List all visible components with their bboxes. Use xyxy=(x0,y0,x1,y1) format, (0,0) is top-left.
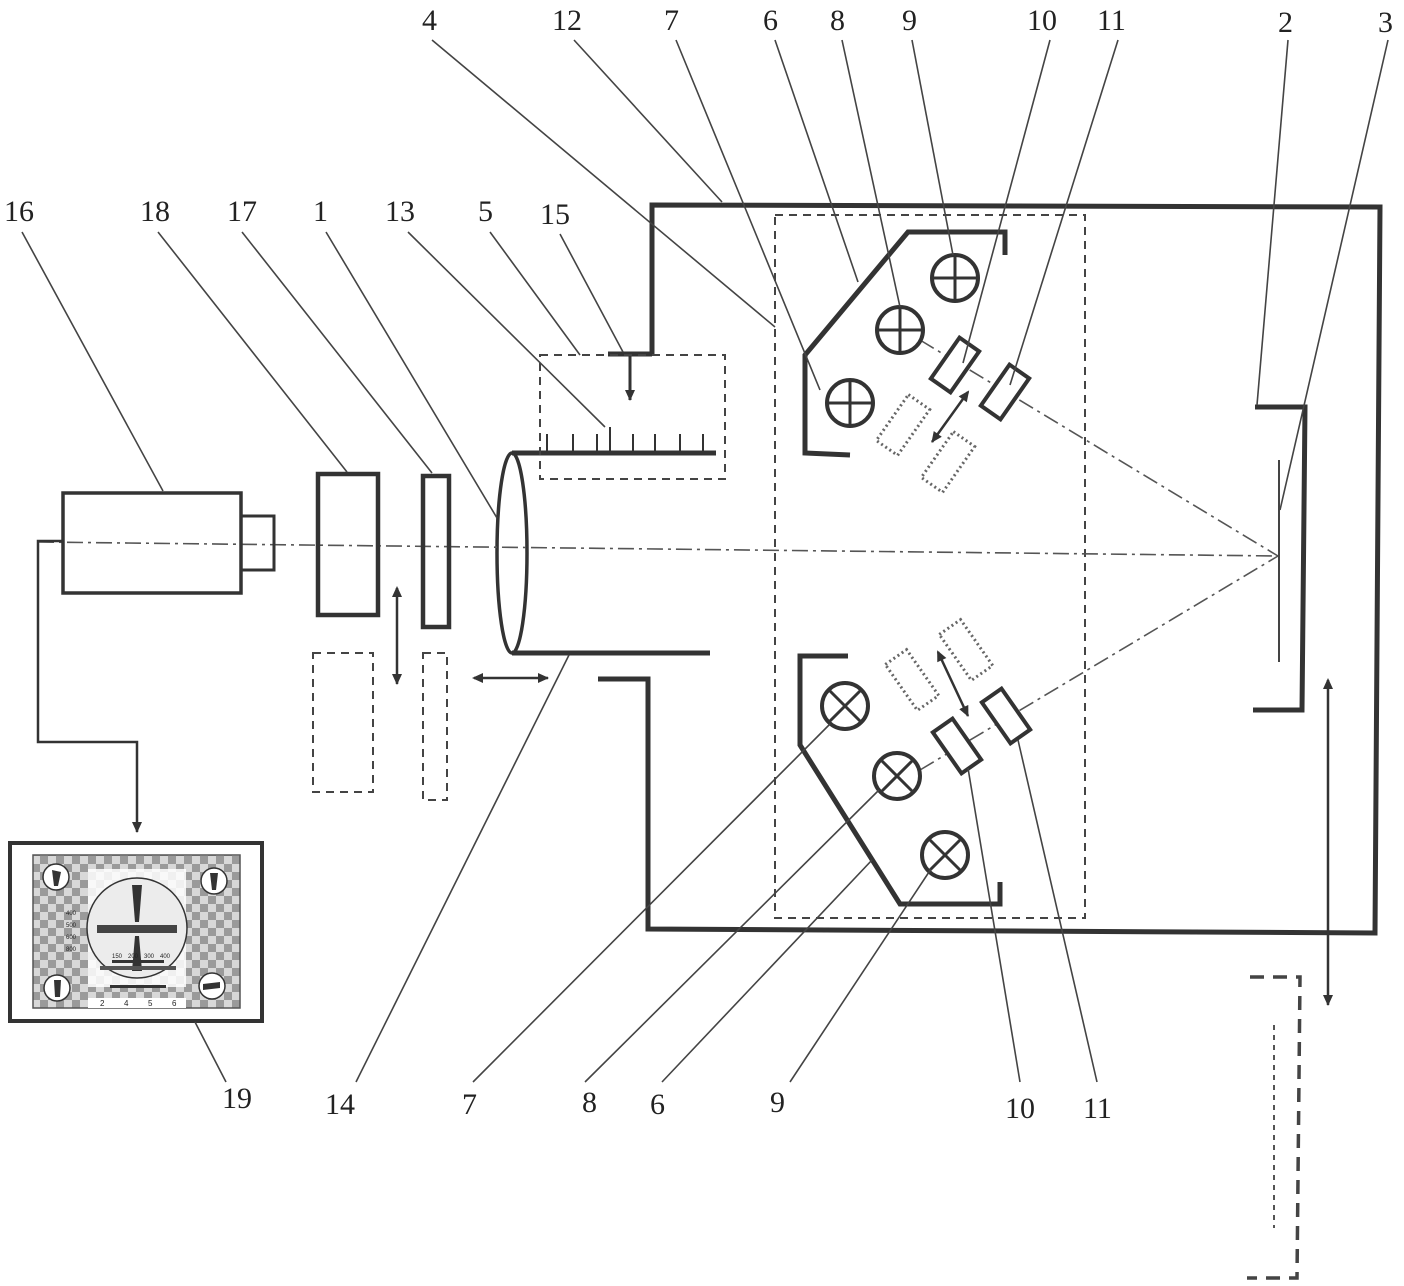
label-9-top: 9 xyxy=(902,4,917,37)
label-3: 3 xyxy=(1378,6,1393,39)
lower-filter-10-alt xyxy=(885,650,938,711)
label-10-top: 10 xyxy=(1027,4,1057,37)
filter-block-18 xyxy=(318,474,378,615)
label-5: 5 xyxy=(478,195,493,228)
label-9-bottom: 9 xyxy=(770,1086,785,1119)
upper-filter-10-alt xyxy=(876,395,929,456)
chart-line-200: 200 xyxy=(128,954,139,960)
label-8-top: 8 xyxy=(830,4,845,37)
lower-filter-11 xyxy=(982,689,1030,744)
label-6-bottom: 6 xyxy=(650,1088,665,1121)
chart-scale-5: 5 xyxy=(148,999,153,1008)
label-2: 2 xyxy=(1278,6,1293,39)
chart-line-300: 300 xyxy=(144,954,155,960)
lower-filter-motion xyxy=(938,652,968,716)
label-7-bottom: 7 xyxy=(462,1088,477,1121)
upper-filter-11-alt xyxy=(921,432,974,493)
label-11-top: 11 xyxy=(1097,4,1126,37)
upper-filter-10 xyxy=(931,338,979,393)
label-8-bottom: 8 xyxy=(582,1086,597,1119)
chart-scale-4: 4 xyxy=(124,999,129,1008)
label-12: 12 xyxy=(552,4,582,37)
upper-beam xyxy=(920,340,1278,556)
scale-ticks xyxy=(547,427,703,453)
label-17: 17 xyxy=(227,195,257,228)
chart-scale-2: 2 xyxy=(100,999,105,1008)
upper-filter-11 xyxy=(981,365,1029,420)
filter-plate-17 xyxy=(423,476,449,627)
signal-line xyxy=(38,541,137,832)
chart-row-800: 800 xyxy=(66,947,77,953)
camera-lens xyxy=(241,516,274,570)
label-1: 1 xyxy=(313,195,328,228)
scale-box xyxy=(540,355,725,479)
chart-scale-6: 6 xyxy=(172,999,177,1008)
housing-wall xyxy=(598,205,1380,933)
label-19: 19 xyxy=(222,1082,252,1115)
label-11-bottom: 11 xyxy=(1083,1092,1112,1125)
lens xyxy=(497,453,527,653)
label-6-top: 6 xyxy=(763,4,778,37)
label-10-bottom: 10 xyxy=(1005,1092,1035,1125)
lower-lamp-8 xyxy=(874,753,920,799)
lower-filter-10 xyxy=(933,719,981,774)
label-13: 13 xyxy=(385,195,415,228)
upper-lamp-8 xyxy=(877,307,923,353)
lower-lamp-7 xyxy=(822,683,868,729)
upper-lamp-7 xyxy=(827,380,873,426)
upper-lamp-9 xyxy=(932,255,978,301)
filter-plate-17-alt xyxy=(423,653,447,800)
chart-row-500: 500 xyxy=(66,923,77,929)
lower-beam xyxy=(920,556,1278,770)
optical-axis xyxy=(38,542,1278,556)
label-15: 15 xyxy=(540,198,570,231)
label-7-top: 7 xyxy=(664,4,679,37)
label-4: 4 xyxy=(422,4,437,37)
chart-line-400: 400 xyxy=(160,954,171,960)
label-18: 18 xyxy=(140,195,170,228)
chart-line-150: 150 xyxy=(112,954,123,960)
inner-enclosure xyxy=(775,215,1085,918)
filter-block-18-alt xyxy=(313,653,373,792)
label-14: 14 xyxy=(325,1088,355,1121)
upper-filter-motion xyxy=(932,392,968,442)
monitor: 2 4 5 6 400 500 600 800 150 200 300 400 xyxy=(10,843,262,1021)
chart-row-600: 600 xyxy=(66,935,77,941)
chart-row-400: 400 xyxy=(66,911,77,917)
label-16: 16 xyxy=(4,195,34,228)
